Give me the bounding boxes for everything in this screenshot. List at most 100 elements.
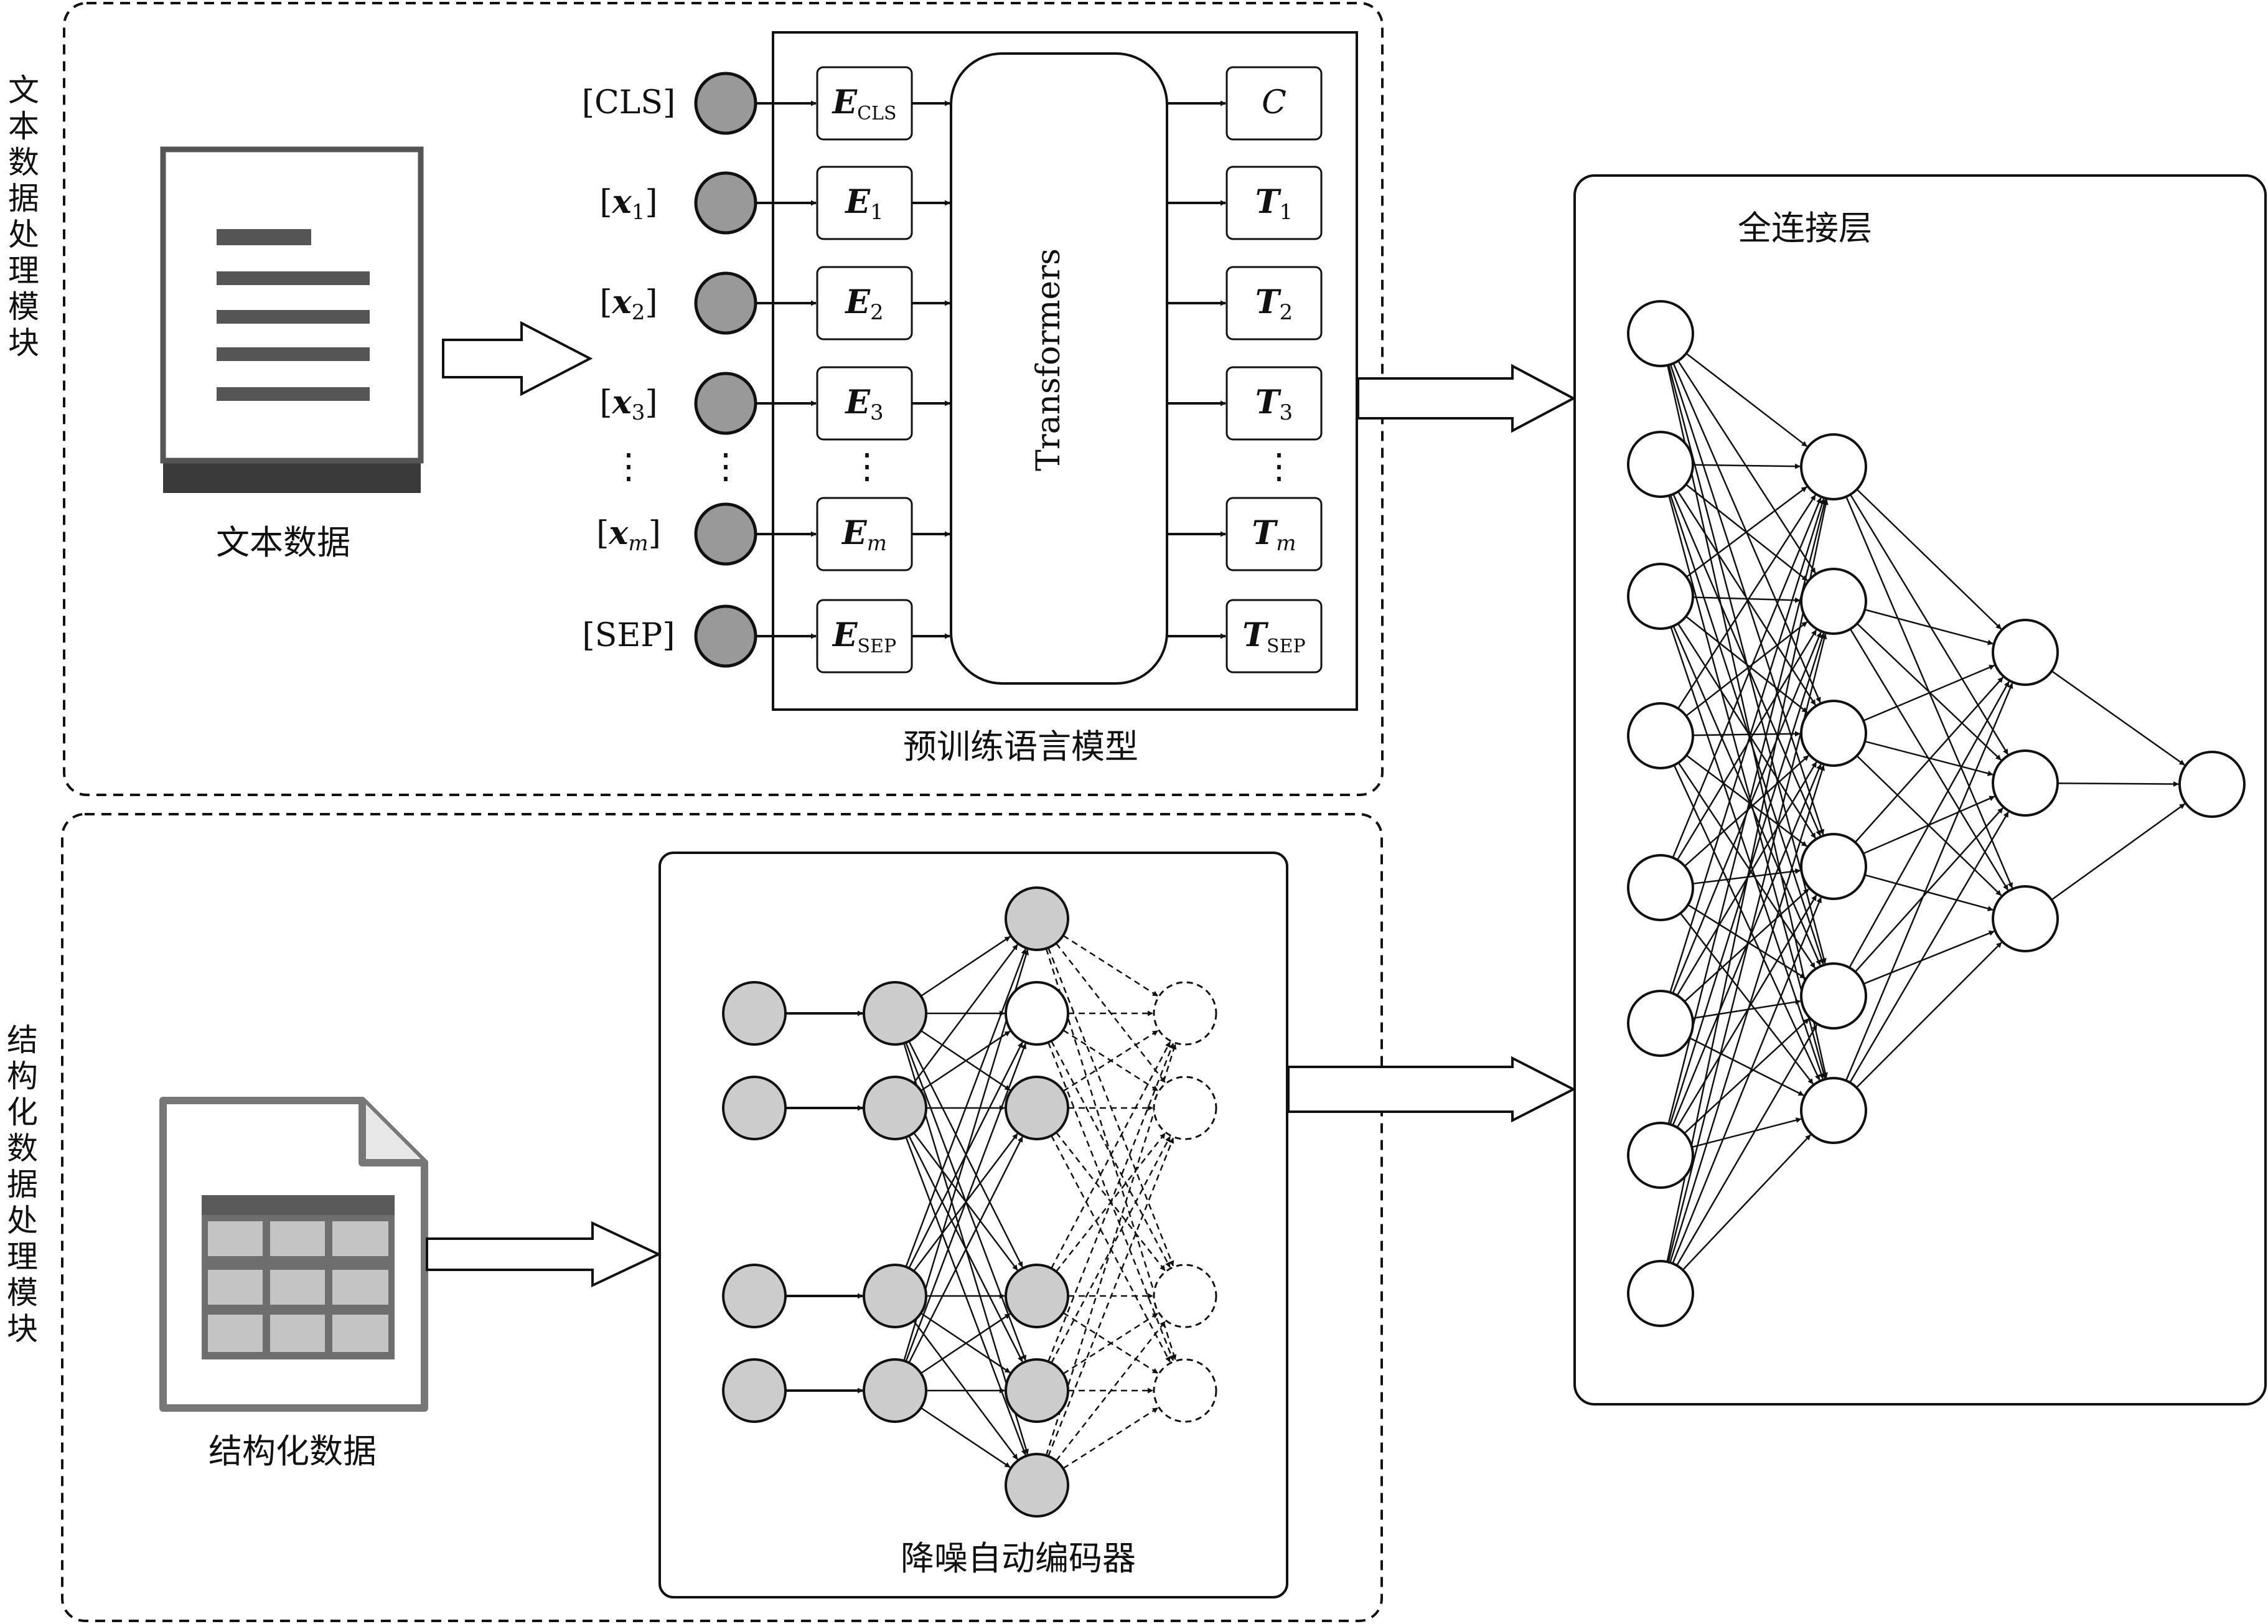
transformers-label: Transformers (1030, 248, 1067, 471)
token-label: [SEP] (582, 617, 675, 654)
fc-edge (1855, 942, 2002, 1089)
fc-node (1627, 563, 1694, 630)
token-node (694, 604, 757, 668)
plm-token-row: [x1] E1 T1 (599, 166, 1323, 240)
fc-edge (1685, 616, 1808, 713)
embedding-label: E2 (844, 283, 883, 325)
dae-hidden-node (1005, 886, 1069, 951)
dae-encoder-edge (905, 1043, 1027, 1362)
text-module-label: 文本数据处理模块 (8, 72, 39, 361)
token-node (694, 372, 757, 435)
struct-module-label: 结构化数据处理模块 (7, 1022, 38, 1347)
dae-corrupted-node (863, 1076, 927, 1140)
dae-input-node (722, 1264, 787, 1328)
fc-node (1992, 885, 2059, 952)
fc-edge (1668, 495, 1827, 1079)
fc-edge (1849, 681, 2010, 969)
dae-reconstruction-node (1153, 1264, 1217, 1328)
fc-edge (2057, 781, 2179, 787)
fc-edge (1667, 499, 1827, 1124)
fc-edge (1845, 682, 2013, 1081)
embedding-label: E1 (844, 183, 883, 225)
fc-node (1627, 990, 1694, 1057)
fc-edge (1669, 764, 1825, 1263)
struct-module-frame (61, 813, 1383, 1622)
output-label: T1 (1255, 183, 1293, 225)
plm-token-row: [xm] Em Tm (596, 497, 1323, 571)
output-box (1225, 166, 1323, 240)
fc-node (1800, 1077, 1867, 1144)
fc-edge (1684, 1018, 1810, 1134)
fc-edge (1692, 463, 1801, 469)
dae-encoder-edge (913, 944, 1018, 1084)
token-node (694, 72, 757, 135)
fc-node (1800, 962, 1867, 1030)
fc-edge (1856, 622, 2002, 761)
dae-encoder-edge (920, 1030, 1011, 1092)
dae-decoder-edge (1051, 1041, 1171, 1269)
token-label: [CLS] (582, 84, 676, 121)
fc-edge (1667, 365, 1828, 1079)
fc-edge (1685, 486, 1807, 578)
fc-node (1992, 619, 2059, 686)
fc-edge (1849, 494, 2009, 755)
dae-decoder-edge (1047, 1043, 1174, 1362)
spreadsheet-file-icon (159, 1097, 428, 1412)
fc-edge (1682, 1134, 1811, 1271)
token-label: [x2] (599, 283, 657, 325)
fc-node (1800, 433, 1867, 500)
dae-decoder-edge (1045, 1043, 1177, 1456)
output-label: Tm (1252, 514, 1296, 556)
ellipsis-embedding: ⋮ (850, 446, 884, 487)
token-label: [x1] (599, 183, 657, 225)
hollow-arrow-dae-to-fc (1287, 1056, 1577, 1123)
fc-edge (1685, 352, 1807, 448)
dae-reconstruction-node (1153, 1358, 1217, 1423)
fc-edge (1673, 764, 1820, 1081)
fc-edge (1864, 874, 1994, 912)
dae-encoder-edge (908, 1136, 1023, 1363)
fc-edge (1672, 764, 1822, 1126)
dae-corrupted-node (863, 1358, 927, 1423)
dae-decoder-edge (1062, 934, 1158, 997)
embedding-label: ECLS (831, 83, 896, 124)
fc-edge (1679, 913, 1814, 1085)
fc-caption: 全连接层 (1738, 209, 1872, 248)
struct-data-caption: 结构化数据 (209, 1432, 377, 1471)
text-document-icon (160, 146, 424, 493)
dae-hidden-node (1005, 1264, 1069, 1328)
fc-network (1627, 300, 2246, 1327)
fc-edge (1692, 596, 1801, 603)
transformers-block (950, 52, 1168, 685)
ellipsis-output: ⋮ (1262, 446, 1296, 487)
token-label: [x3] (599, 383, 657, 425)
fc-frame (1573, 174, 2267, 1406)
fc-edge (2051, 803, 2185, 901)
embedding-label: Em (841, 514, 887, 556)
dae-input-node (722, 981, 787, 1046)
fc-node (1800, 568, 1867, 635)
ellipsis-input: ⋮ (611, 446, 646, 487)
fc-node (1800, 700, 1867, 767)
output-box (1225, 497, 1323, 571)
token-label: [xm] (596, 514, 661, 556)
dae-decoder-edge (1062, 1030, 1158, 1092)
fc-edge (1692, 999, 1801, 1020)
dae-decoder-edge (1062, 1407, 1158, 1470)
fc-edge (1692, 868, 1801, 885)
output-label: T3 (1255, 383, 1293, 425)
token-node (694, 271, 757, 335)
token-node (694, 502, 757, 566)
dae-input-node (722, 1076, 787, 1140)
fc-node (1627, 1260, 1694, 1327)
fc-edge (1856, 489, 2002, 630)
dae-hidden-node (1005, 1076, 1069, 1140)
dae-encoder-edge (920, 1407, 1011, 1468)
fc-edge (1666, 499, 1829, 1262)
fc-node (2178, 751, 2246, 818)
dae-decoder-edge (1047, 1137, 1174, 1457)
